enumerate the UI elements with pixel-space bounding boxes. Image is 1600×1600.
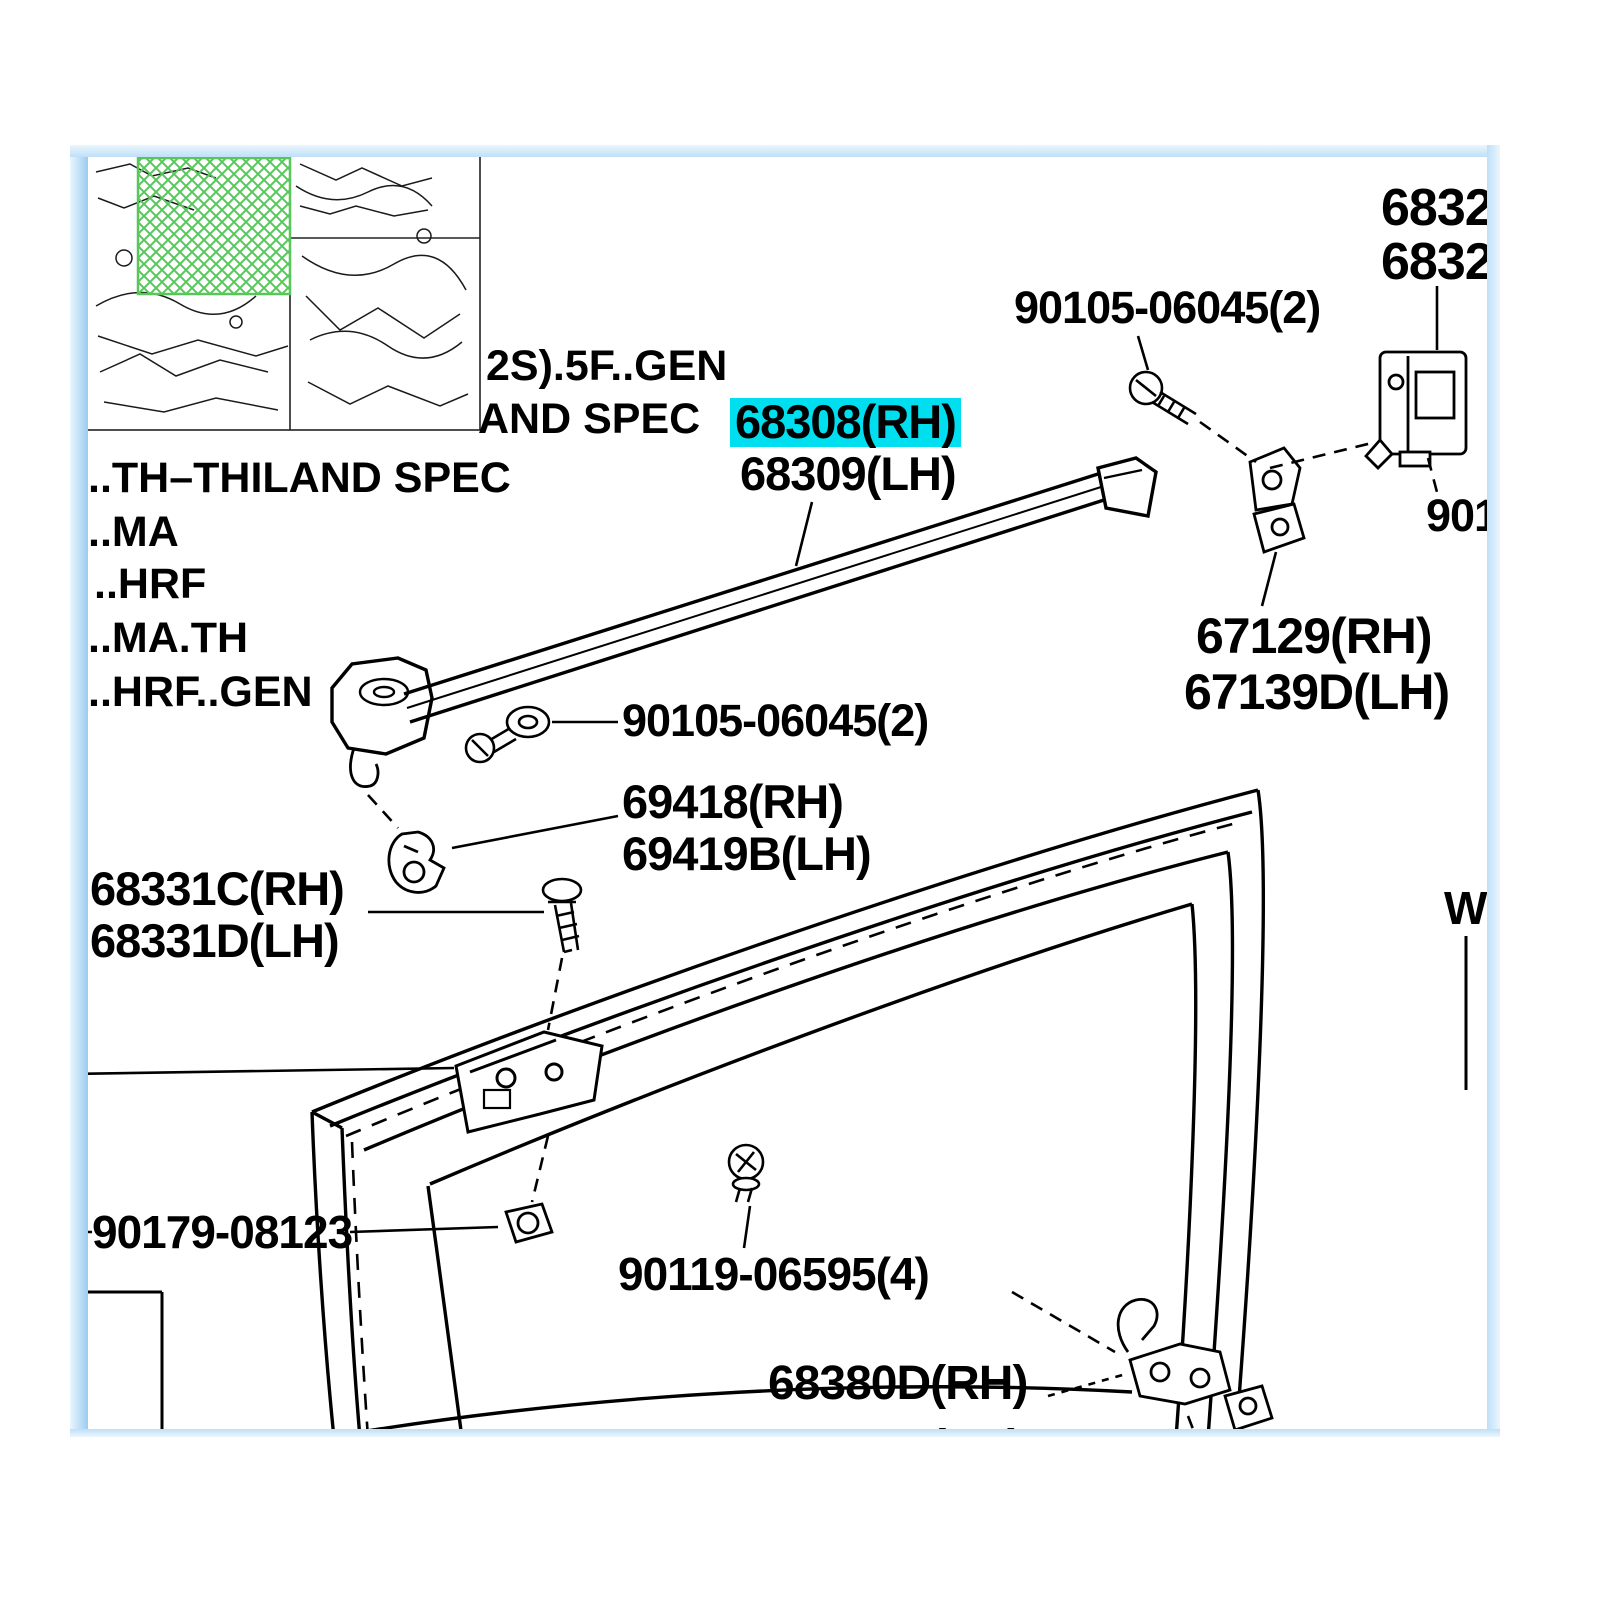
part-label-6832-a[interactable]: 6832: [1381, 179, 1487, 237]
spec-note-gen: 2S).5F..GEN: [486, 342, 728, 390]
part-label-69418-rh[interactable]: 69418(RH): [622, 775, 844, 828]
part-label-68308-rh-highlighted[interactable]: 68308(RH): [730, 397, 961, 447]
latch-component-6832: [1364, 350, 1468, 470]
window-frame-left: [70, 145, 88, 1437]
part-label-90179[interactable]: 90179-08123: [92, 1206, 353, 1258]
dashed-assembly-lines: [367, 420, 1440, 1429]
part-label-67139d-lh[interactable]: 67139D(LH): [1184, 664, 1450, 720]
bottom-left-partial-box: [88, 1290, 164, 1429]
grommet-nut-drawing: [504, 1202, 554, 1244]
bracket-plates-67129: [1248, 446, 1306, 554]
spec-note-ma: ..MA: [88, 508, 179, 556]
part-label-68331d-lh[interactable]: 68331D(LH): [90, 914, 340, 967]
door-frame-drawing: [310, 788, 1265, 1429]
screw-icon-68331: [541, 877, 583, 954]
hinge-68380-drawing: [1116, 1298, 1274, 1429]
part-label-68380d-rh[interactable]: 68380D(RH): [768, 1357, 1028, 1410]
page-thumbnail[interactable]: [88, 157, 481, 431]
leader-lines: [88, 286, 1439, 1249]
spec-note-and-spec: AND SPEC: [478, 395, 701, 443]
screw-icon-middle: [464, 705, 551, 764]
part-label-90105-upper[interactable]: 90105-06045(2): [1014, 282, 1321, 333]
part-label-6832-b[interactable]: 6832: [1381, 233, 1487, 291]
thumbnail-sketch-lines: [95, 163, 469, 413]
window-frame-right: [1487, 145, 1500, 1437]
part-label-90119[interactable]: 90119-06595(4): [618, 1248, 930, 1300]
window-frame-bottom: [70, 1429, 1500, 1437]
window-frame-top: [70, 145, 1500, 157]
parts-diagram-art: [88, 157, 1468, 1429]
spec-note-ma-th: ..MA.TH: [88, 614, 249, 662]
clip-69418-drawing: [387, 830, 446, 894]
spec-note-thiland: ..TH–THILAND SPEC: [88, 454, 511, 502]
part-label-90105-middle[interactable]: 90105-06045(2): [622, 695, 929, 746]
thumbnail-highlight-region[interactable]: [136, 157, 292, 296]
part-label-w-clipped[interactable]: W(: [1444, 882, 1487, 934]
part-label-67129-rh[interactable]: 67129(RH): [1196, 608, 1433, 664]
part-label-68309-lh[interactable]: 68309(LH): [740, 447, 957, 500]
part-label-68380a-lh-clipped[interactable]: 68380A(LH): [768, 1423, 1023, 1429]
belt-molding-drawing: [330, 456, 1158, 788]
door-bracket-drawing: [454, 1030, 604, 1134]
diagram-viewport: 6832 6832 90105-06045(2) 68308(RH) 68309…: [88, 157, 1487, 1429]
part-label-901-clipped[interactable]: 901: [1426, 490, 1487, 541]
part-label-68331c-rh[interactable]: 68331C(RH): [90, 862, 345, 915]
screw-icon-90119: [727, 1143, 765, 1203]
screw-icon-upper: [1128, 370, 1197, 426]
spec-note-hrf: ..HRF: [94, 560, 207, 608]
part-label-69419b-lh[interactable]: 69419B(LH): [622, 827, 872, 880]
spec-note-hrf-gen: ..HRF..GEN: [88, 668, 313, 716]
